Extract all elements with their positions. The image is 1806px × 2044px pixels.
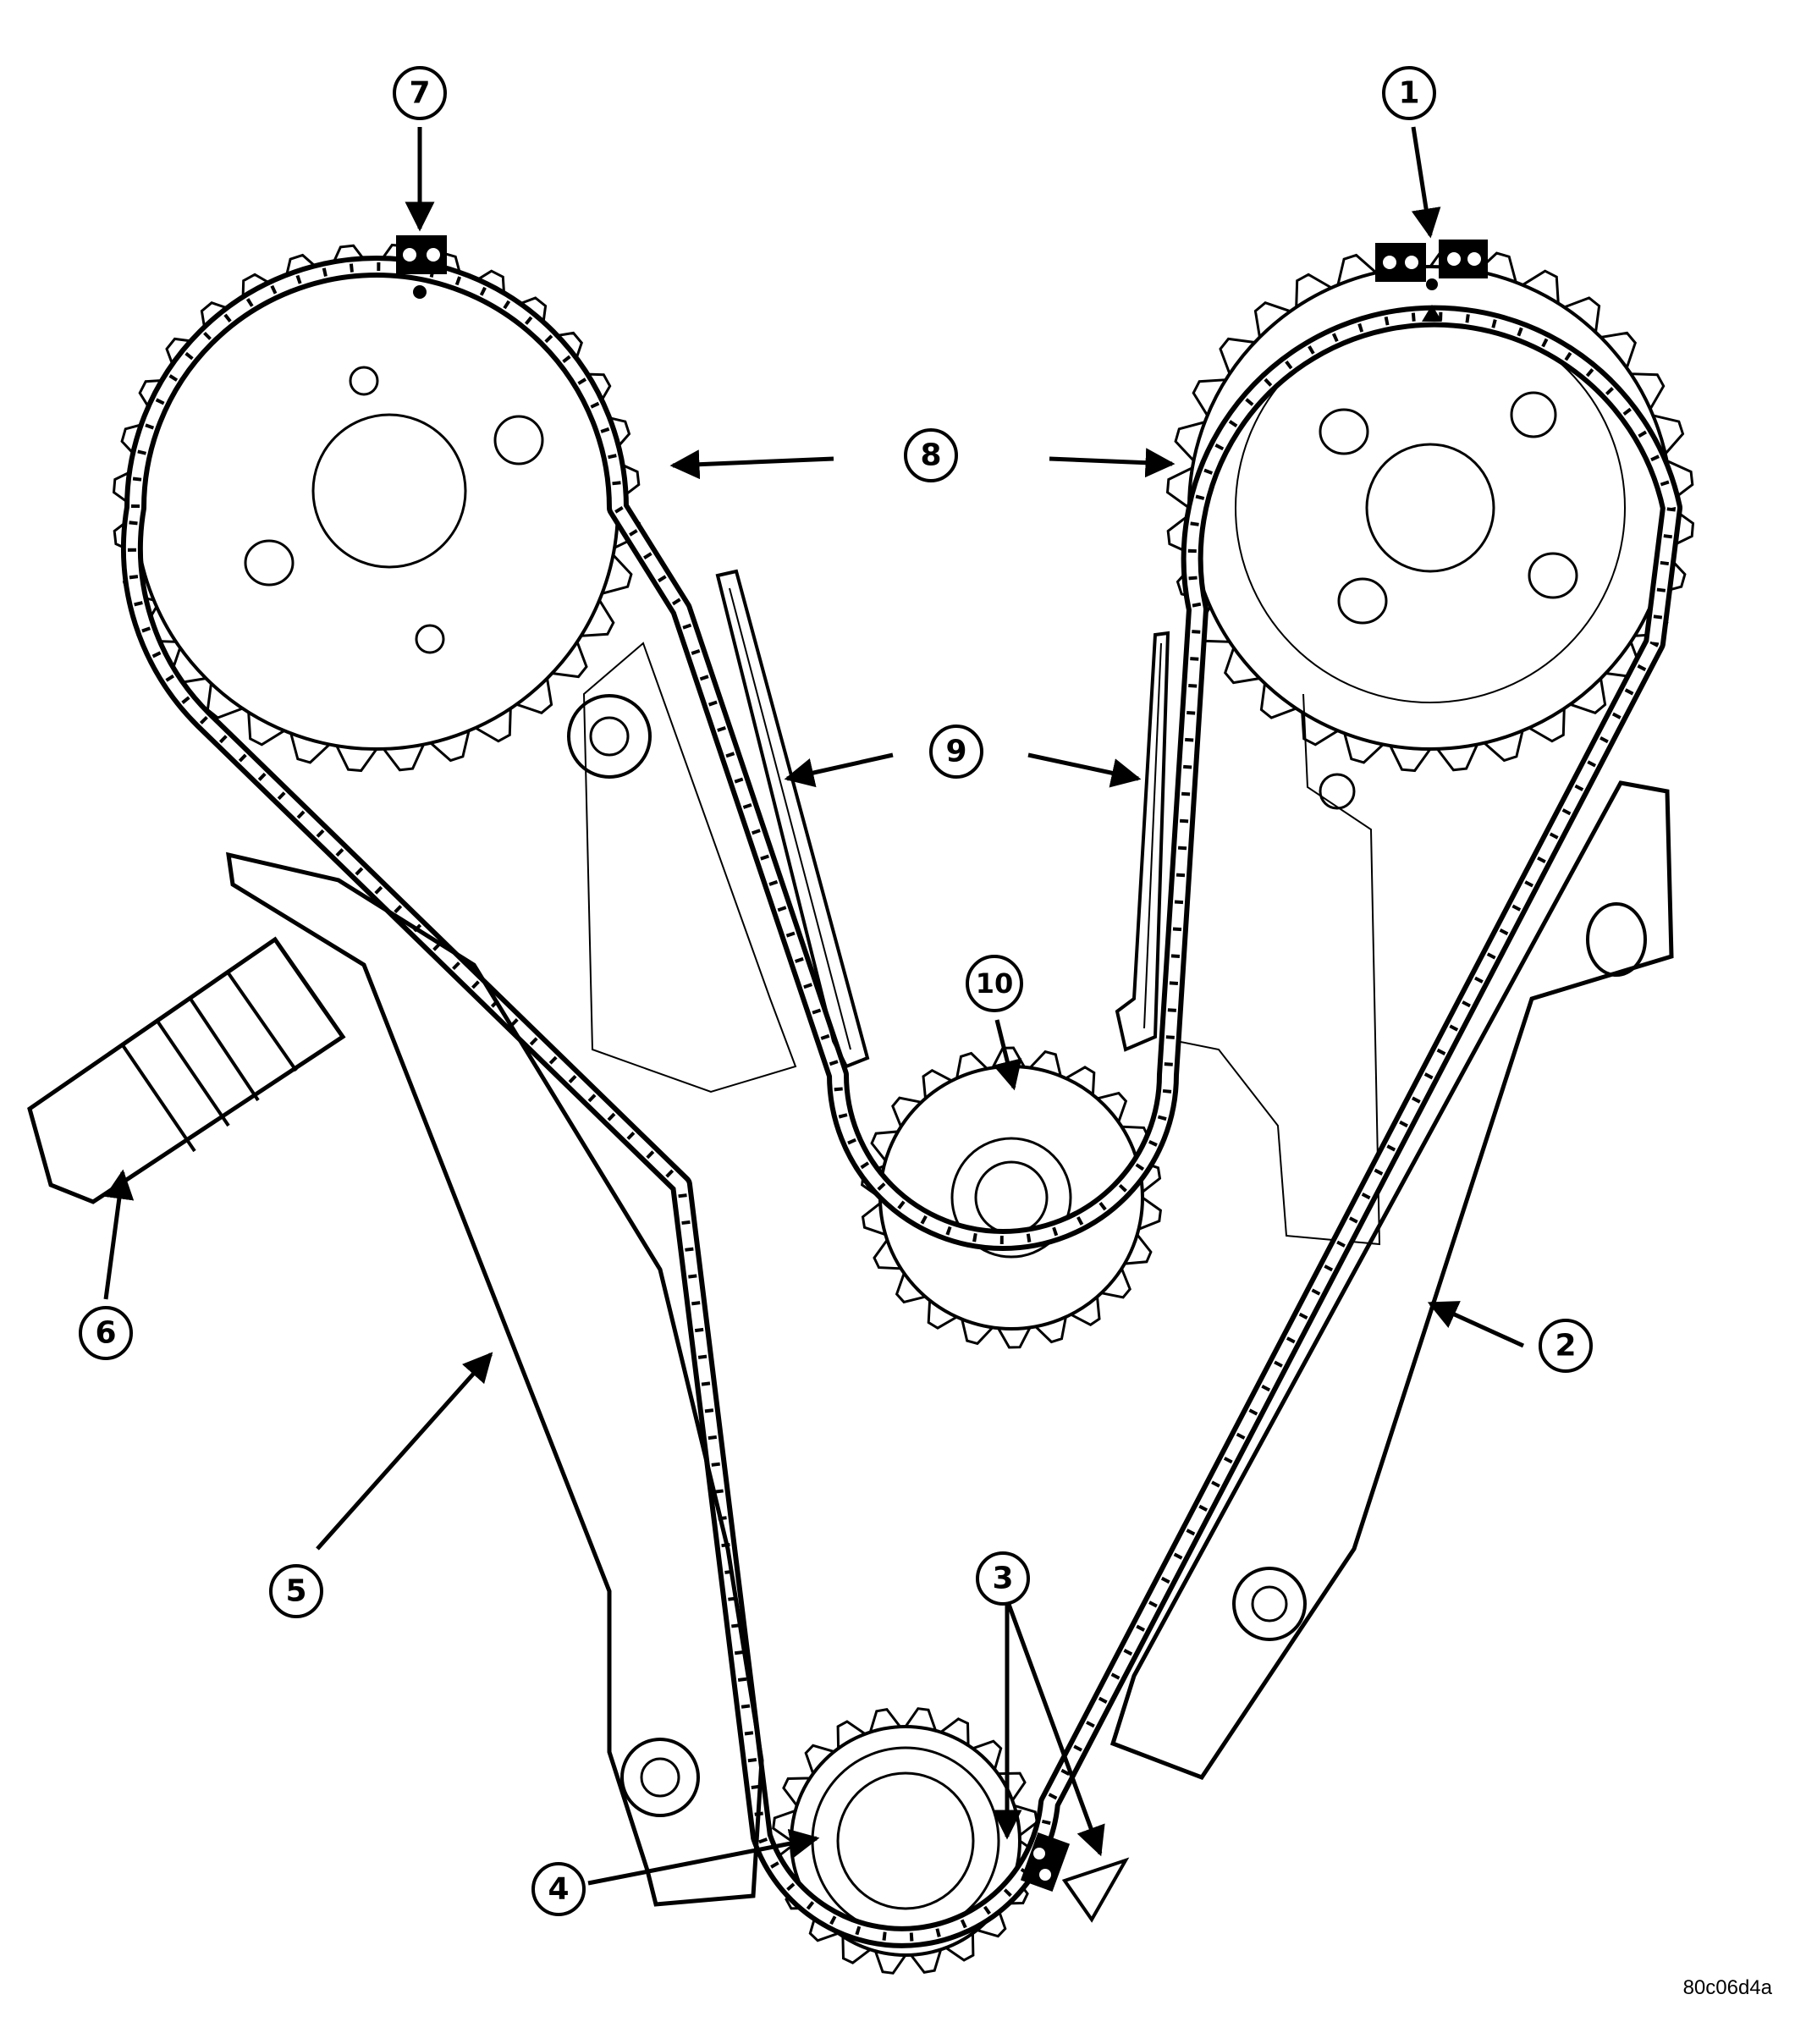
svg-text:1: 1	[1398, 76, 1419, 111]
left-bracket-bolt	[567, 694, 652, 779]
callout-5: 5	[269, 1564, 323, 1618]
timing-chain-links	[128, 262, 1677, 1942]
right-cam-hub-bore	[1365, 443, 1495, 573]
left-cam-hole	[493, 415, 544, 466]
right-guide-pivot-inner	[1251, 1585, 1288, 1623]
right-cam-hole	[1528, 552, 1578, 599]
callout-7: 7	[393, 66, 447, 120]
left-bracket-bolt-inner	[589, 716, 630, 757]
timing-chain	[121, 256, 1682, 1948]
crank-timing-mark	[1020, 1832, 1071, 1892]
svg-text:6: 6	[95, 1316, 116, 1351]
callout-2: 2	[1539, 1319, 1593, 1373]
right-guide-pivot	[1232, 1567, 1307, 1641]
callout-4: 4	[531, 1862, 586, 1916]
svg-text:4: 4	[548, 1872, 569, 1907]
left-cam-hole	[244, 539, 295, 587]
left-arm-pivot	[620, 1738, 700, 1817]
svg-text:5: 5	[285, 1574, 306, 1609]
left-cam-timing-mark	[396, 235, 447, 299]
right-cam-hole	[1510, 391, 1557, 438]
callout-1: 1	[1382, 66, 1436, 120]
svg-text:8: 8	[920, 438, 941, 473]
callout-3: 3	[976, 1551, 1030, 1606]
svg-text:10: 10	[976, 967, 1014, 1000]
hydraulic-tensioner	[27, 936, 346, 1204]
figure-id: 80c06d4a	[1682, 1976, 1772, 1999]
callout-8: 8	[904, 428, 958, 482]
svg-text:2: 2	[1555, 1329, 1576, 1364]
crank-reference-triangle-icon	[1061, 1857, 1130, 1923]
left-center-guide	[715, 569, 870, 1069]
right-cam-timing-mark	[1375, 240, 1488, 322]
right-cam-hole	[1337, 577, 1388, 625]
leader-lines	[103, 126, 1525, 1886]
right-center-guide	[1115, 631, 1170, 1052]
left-cam-hub-bore	[311, 413, 467, 569]
svg-text:3: 3	[992, 1562, 1013, 1596]
callout-6: 6	[79, 1306, 133, 1360]
svg-text:7: 7	[409, 76, 430, 111]
timing-chain-inner	[126, 261, 1677, 1943]
right-cam-hole	[1319, 408, 1369, 455]
left-cam-hole	[349, 366, 379, 396]
right-guide-upper-hole	[1586, 902, 1647, 977]
callout-9: 9	[929, 724, 983, 779]
right-mounting-bracket	[1176, 693, 1381, 1246]
svg-text:9: 9	[945, 735, 966, 769]
left-mounting-bracket	[582, 642, 797, 1094]
left-cam-hole	[415, 624, 445, 654]
right-bracket-bolt	[1319, 773, 1356, 810]
left-tensioner-arm	[226, 851, 764, 1907]
left-arm-pivot-inner	[640, 1757, 680, 1798]
callout-10: 10	[966, 955, 1023, 1012]
right-chain-guide	[1109, 780, 1674, 1781]
